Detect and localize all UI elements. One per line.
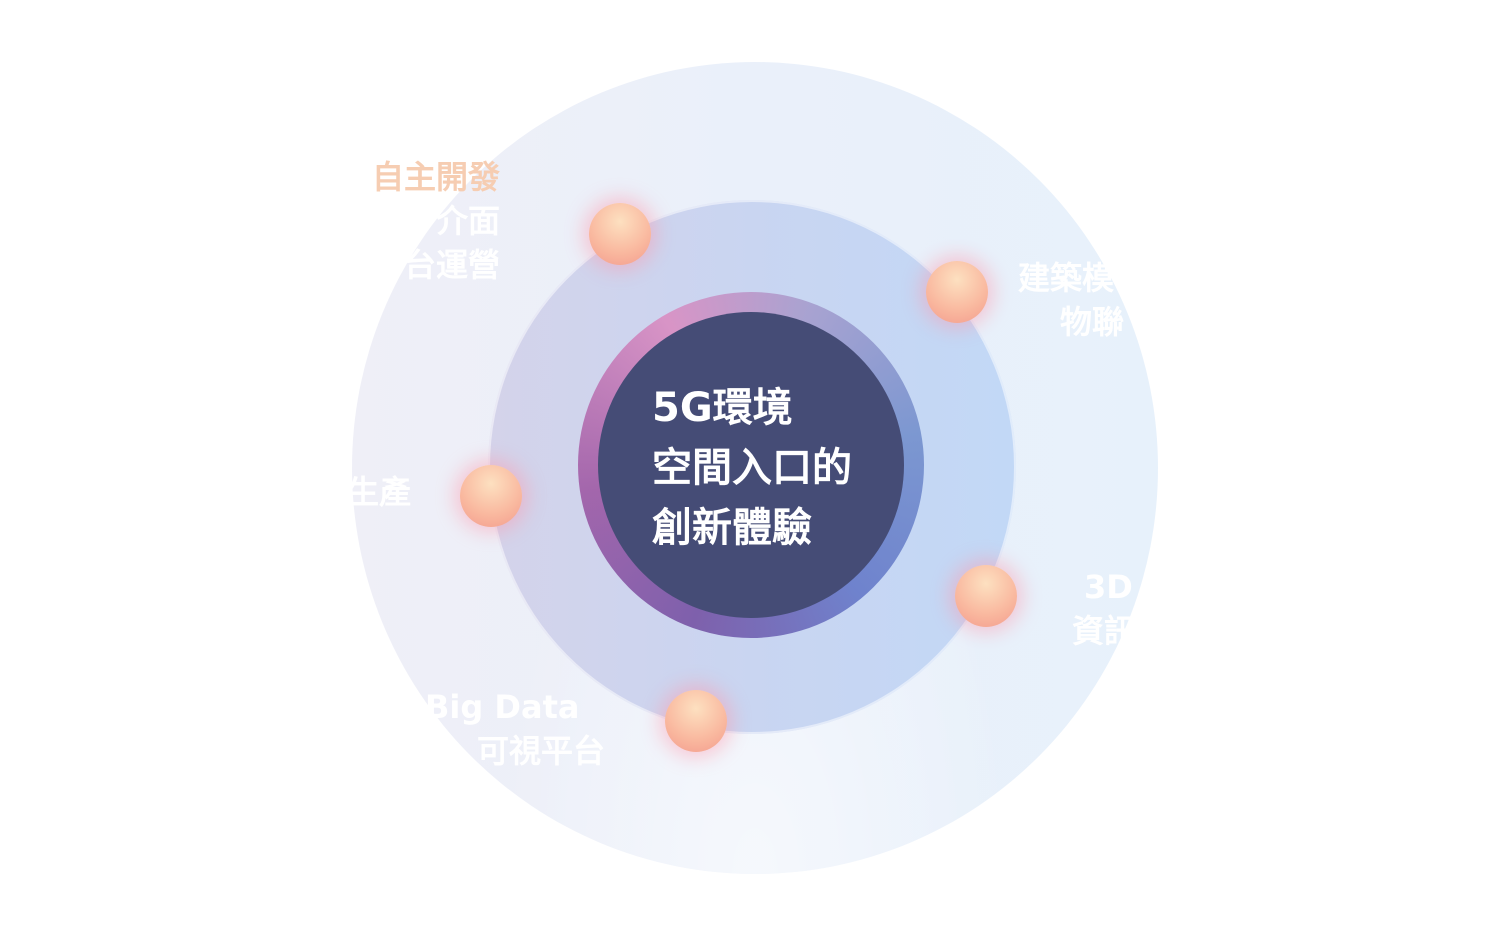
label-left-line-1: 生產 [346,473,411,511]
label-top-right-line-1: 建築模 [1018,259,1115,297]
core-title: 5G環境 空間入口的 創新體驗 [652,378,912,558]
label-right: 3D 資訊 [1072,565,1132,653]
label-top-left-line-1: 自主開發 [371,158,500,196]
core-title-line-2: 空間入口的 [652,445,852,491]
node-top-left [589,203,651,265]
label-top-left-line-2: 介面 [435,202,500,240]
core-title-line-1: 5G環境 [652,385,793,431]
label-top-left-line-3: 台運營 [403,246,500,284]
node-top-right [926,261,988,323]
label-top-right: 建築模 物聯 [1018,256,1128,344]
label-right-line-1: 3D [1084,568,1132,606]
core-circle [598,312,904,618]
label-left: 生產 [345,470,411,514]
label-bottom-line-2: 可視平台 [476,732,605,770]
label-right-line-2: 資訊 [1072,612,1132,650]
label-bottom-line-1: Big Data [425,688,580,726]
node-right [955,565,1017,627]
node-bottom [665,690,727,752]
label-bottom: Big Data 可視平台 [425,685,605,773]
label-top-right-line-2: 物聯 [1060,303,1125,341]
node-left [460,465,522,527]
label-top-left: 自主開發 介面 台運營 [330,155,500,287]
core-title-line-3: 創新體驗 [652,505,812,551]
